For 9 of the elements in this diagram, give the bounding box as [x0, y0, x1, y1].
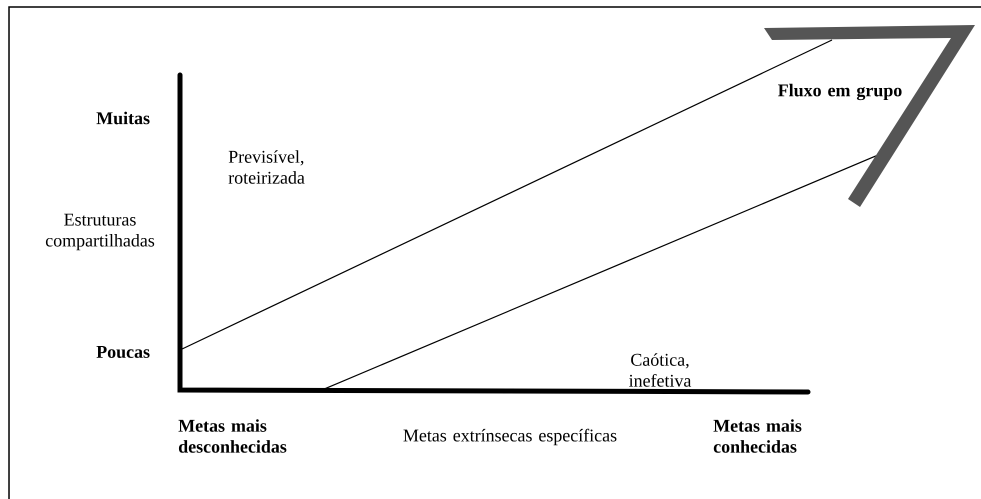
- region-label: Previsível, roteirizada: [228, 150, 305, 184]
- axis-title: Metas extrínsecas específicas: [403, 428, 616, 446]
- region-label: Fluxo em grupo: [778, 84, 902, 100]
- axis-title: Estruturas compartilhadas: [46, 214, 154, 250]
- region-label: Caótica, inefetiva: [629, 353, 692, 387]
- axis-end-label: Metas mais desconhecidas: [178, 419, 286, 453]
- axis-tick-label: Poucas: [96, 346, 150, 358]
- axis-end-label: Metas mais conhecidas: [714, 419, 802, 453]
- axis-tick-label: Muitas: [96, 112, 150, 124]
